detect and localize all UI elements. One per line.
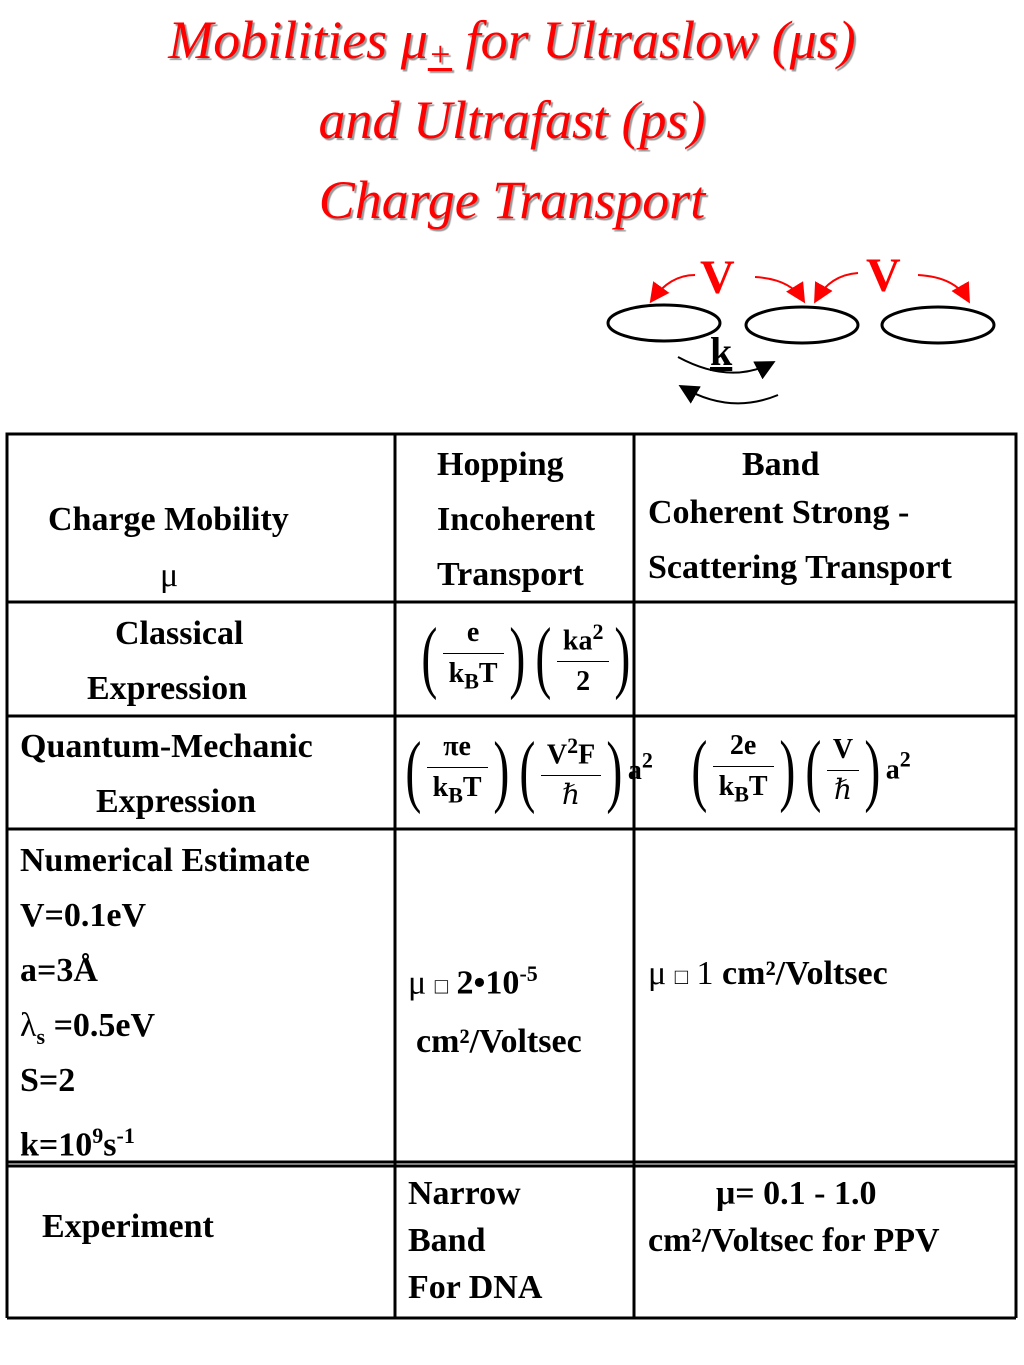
hopping-estimate-unit: cm²/Voltsec (416, 1023, 582, 1060)
experiment-band-2: cm²/Voltsec for PPV (648, 1222, 940, 1259)
v-label-1: V (700, 251, 735, 304)
page-title-line1: Mobilities μ+ for Ultraslow (μs) (0, 0, 1024, 94)
param-a: a=3Å (20, 952, 98, 989)
param-k: k=109s-1 (20, 1123, 135, 1164)
experiment-hopping-1: Narrow (408, 1175, 521, 1212)
site-3 (880, 305, 996, 345)
v-label-2: V (866, 249, 901, 302)
experiment-band-1: μ= 0.1 - 1.0 (716, 1175, 877, 1212)
v-arrow-right-2 (917, 274, 970, 304)
title-text-a: Mobilities μ (168, 10, 428, 70)
header-transport: Transport (437, 556, 584, 593)
header-hopping: Hopping (437, 446, 564, 483)
classical-label-2: Expression (87, 670, 247, 707)
param-lambda: λs =0.5eV (20, 1007, 156, 1049)
k-arrow-back (678, 384, 779, 405)
v-arrow-left (649, 274, 696, 304)
site-1 (606, 303, 722, 343)
experiment-hopping-2: Band (408, 1222, 486, 1259)
classical-label-1: Classical (115, 615, 244, 652)
param-s: S=2 (20, 1062, 76, 1099)
v-arrow-right (754, 276, 806, 304)
page-title-line2: and Ultrafast (ps) (318, 90, 706, 150)
header-scattering: Scattering Transport (648, 549, 952, 586)
hopping-estimate: μ □ 2•10-5 (408, 961, 538, 1002)
hopping-diagram: V V k (606, 249, 996, 405)
header-charge-mobility: Charge Mobility (48, 501, 289, 538)
experiment-hopping-3: For DNA (408, 1269, 543, 1306)
k-arrow-forward (677, 356, 776, 380)
title-plusminus: + (427, 34, 453, 74)
header-band: Band (742, 446, 820, 483)
title-text-b: for Ultraslow (μs) (452, 10, 856, 70)
experiment-label: Experiment (42, 1208, 214, 1245)
header-coherent: Coherent Strong - (648, 494, 910, 531)
numerical-label: Numerical Estimate (20, 842, 310, 879)
site-2 (744, 305, 860, 345)
v-arrow-left-2 (814, 272, 859, 304)
header-incoherent: Incoherent (437, 501, 596, 538)
header-mu-symbol: μ (160, 557, 179, 594)
band-estimate: μ □ 1 cm²/Voltsec (648, 955, 888, 992)
quantum-label-2: Expression (96, 783, 256, 820)
param-v: V=0.1eV (20, 897, 147, 934)
quantum-label-1: Quantum-Mechanic (20, 728, 313, 765)
k-label: k (710, 329, 733, 374)
page-title-line3: Charge Transport (318, 170, 706, 230)
